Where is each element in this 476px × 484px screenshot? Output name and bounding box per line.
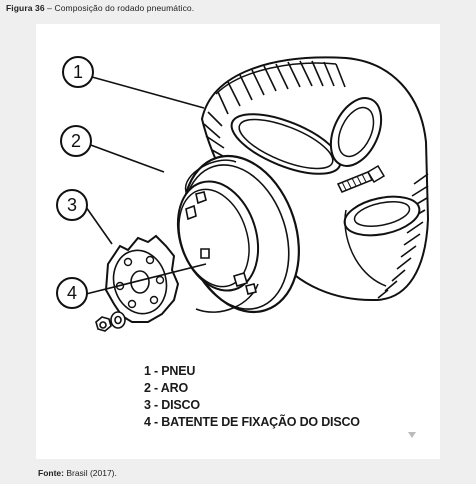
disc-stops-drawing bbox=[185, 191, 257, 295]
callout-4-number: 4 bbox=[67, 283, 77, 303]
callout-2-circle bbox=[60, 125, 92, 157]
figure-panel: 1 2 3 4 1 - PNEU 2 - ARO 3 - DISCO 4 - B… bbox=[36, 24, 440, 459]
callout-2-number: 2 bbox=[71, 131, 81, 151]
tire-drawing bbox=[200, 56, 430, 302]
legend-item-aro: 2 - ARO bbox=[144, 381, 188, 395]
bolt-drawing bbox=[336, 164, 386, 193]
legend-item-batente: 4 - BATENTE DE FIXAÇÃO DO DISCO bbox=[144, 415, 360, 429]
disc-drawing bbox=[104, 234, 180, 323]
leader-lines bbox=[85, 76, 207, 295]
legend-item-disco: 3 - DISCO bbox=[144, 398, 200, 412]
legend-item-pneu: 1 - PNEU bbox=[144, 364, 196, 378]
callout-1-number: 1 bbox=[73, 62, 83, 82]
figure-source: Fonte: Brasil (2017). bbox=[38, 468, 117, 478]
figure-caption: Figura 36 – Composição do rodado pneumát… bbox=[6, 3, 194, 13]
source-text: Brasil (2017). bbox=[63, 468, 117, 478]
callout-4-circle bbox=[56, 277, 88, 309]
parts-legend: 1 - PNEU 2 - ARO 3 - DISCO 4 - BATENTE D… bbox=[144, 363, 360, 431]
source-label: Fonte: bbox=[38, 468, 64, 478]
wheel-exploded-diagram: 1 2 3 4 bbox=[56, 56, 430, 438]
nut-washer-drawing bbox=[95, 311, 126, 332]
figure-caption-label: Figura 36 bbox=[6, 3, 45, 13]
figure-caption-text: – Composição do rodado pneumático. bbox=[44, 3, 195, 13]
callout-1-circle bbox=[62, 56, 94, 88]
corner-mark bbox=[408, 432, 416, 438]
callout-3-circle bbox=[56, 189, 88, 221]
callout-3-number: 3 bbox=[67, 195, 77, 215]
rim-drawing bbox=[176, 154, 300, 314]
